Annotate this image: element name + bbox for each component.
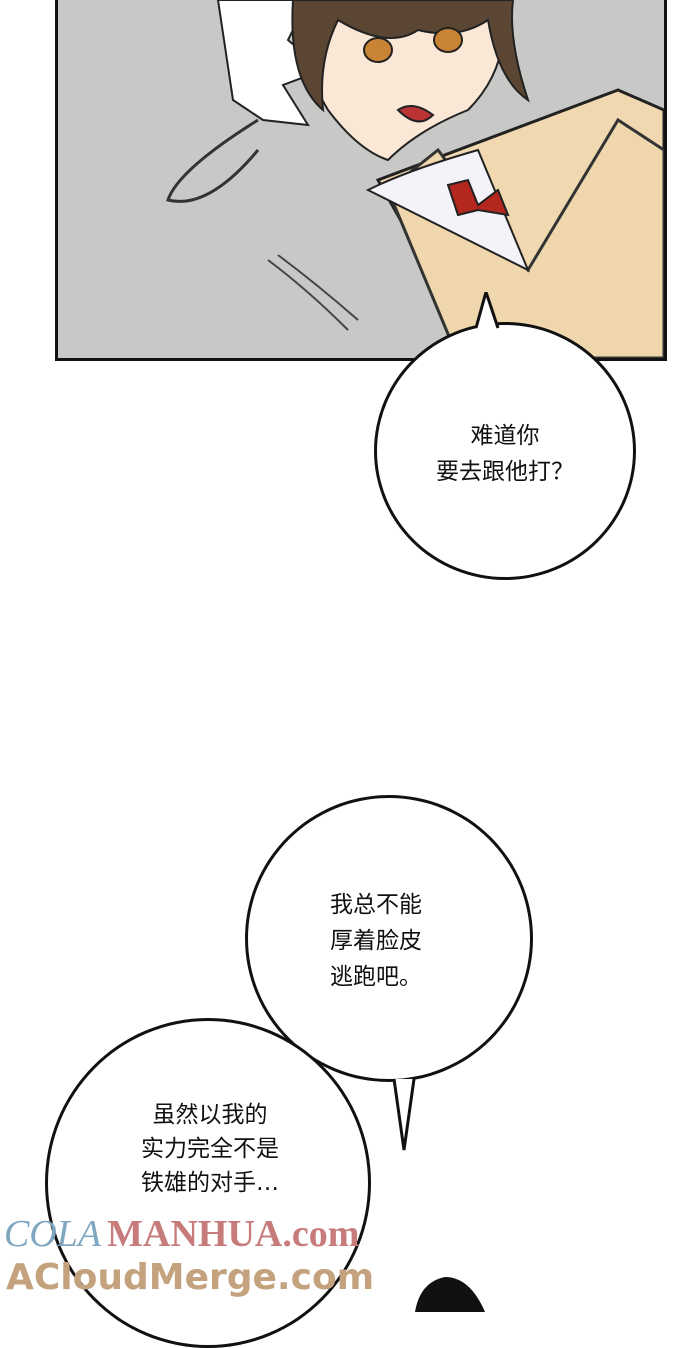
- watermark-manhua: MANHUA.com: [107, 1213, 360, 1255]
- bubble-tail: [474, 292, 500, 329]
- speech-bubble-2: [245, 795, 533, 1082]
- watermark-cola: COLA: [4, 1213, 102, 1255]
- bubble-1-text: 难道你要去跟他打？: [420, 418, 590, 490]
- bubble-2-text: 我总不能厚着脸皮逃跑吧。: [330, 887, 422, 995]
- bubble-line: 实力完全不是: [141, 1136, 279, 1162]
- bubble-tail: [392, 1078, 416, 1151]
- comic-panel: [55, 0, 667, 361]
- watermark-acloudmerge: ACloudMerge.com: [6, 1257, 375, 1298]
- bubble-line: 虽然以我的: [152, 1102, 268, 1128]
- bubble-line: 厚着脸皮: [330, 928, 422, 954]
- speech-bubble-1: [374, 322, 636, 580]
- bubble-3-text: 虽然以我的实力完全不是铁雄的对手…: [100, 1098, 320, 1200]
- character-illustration: [166, 0, 664, 358]
- bubble-line: 难道你: [470, 423, 540, 449]
- bubble-line: 铁雄的对手…: [141, 1170, 279, 1196]
- bubble-line: 逃跑吧。: [330, 964, 422, 990]
- watermark-row-1: COLA MANHUA.com: [4, 1214, 359, 1254]
- dark-shape: [415, 1277, 485, 1312]
- bubble-line: 要去跟他打？: [436, 459, 574, 485]
- bubble-line: 我总不能: [330, 892, 422, 918]
- watermark-row-2: ACloudMerge.com: [6, 1258, 374, 1298]
